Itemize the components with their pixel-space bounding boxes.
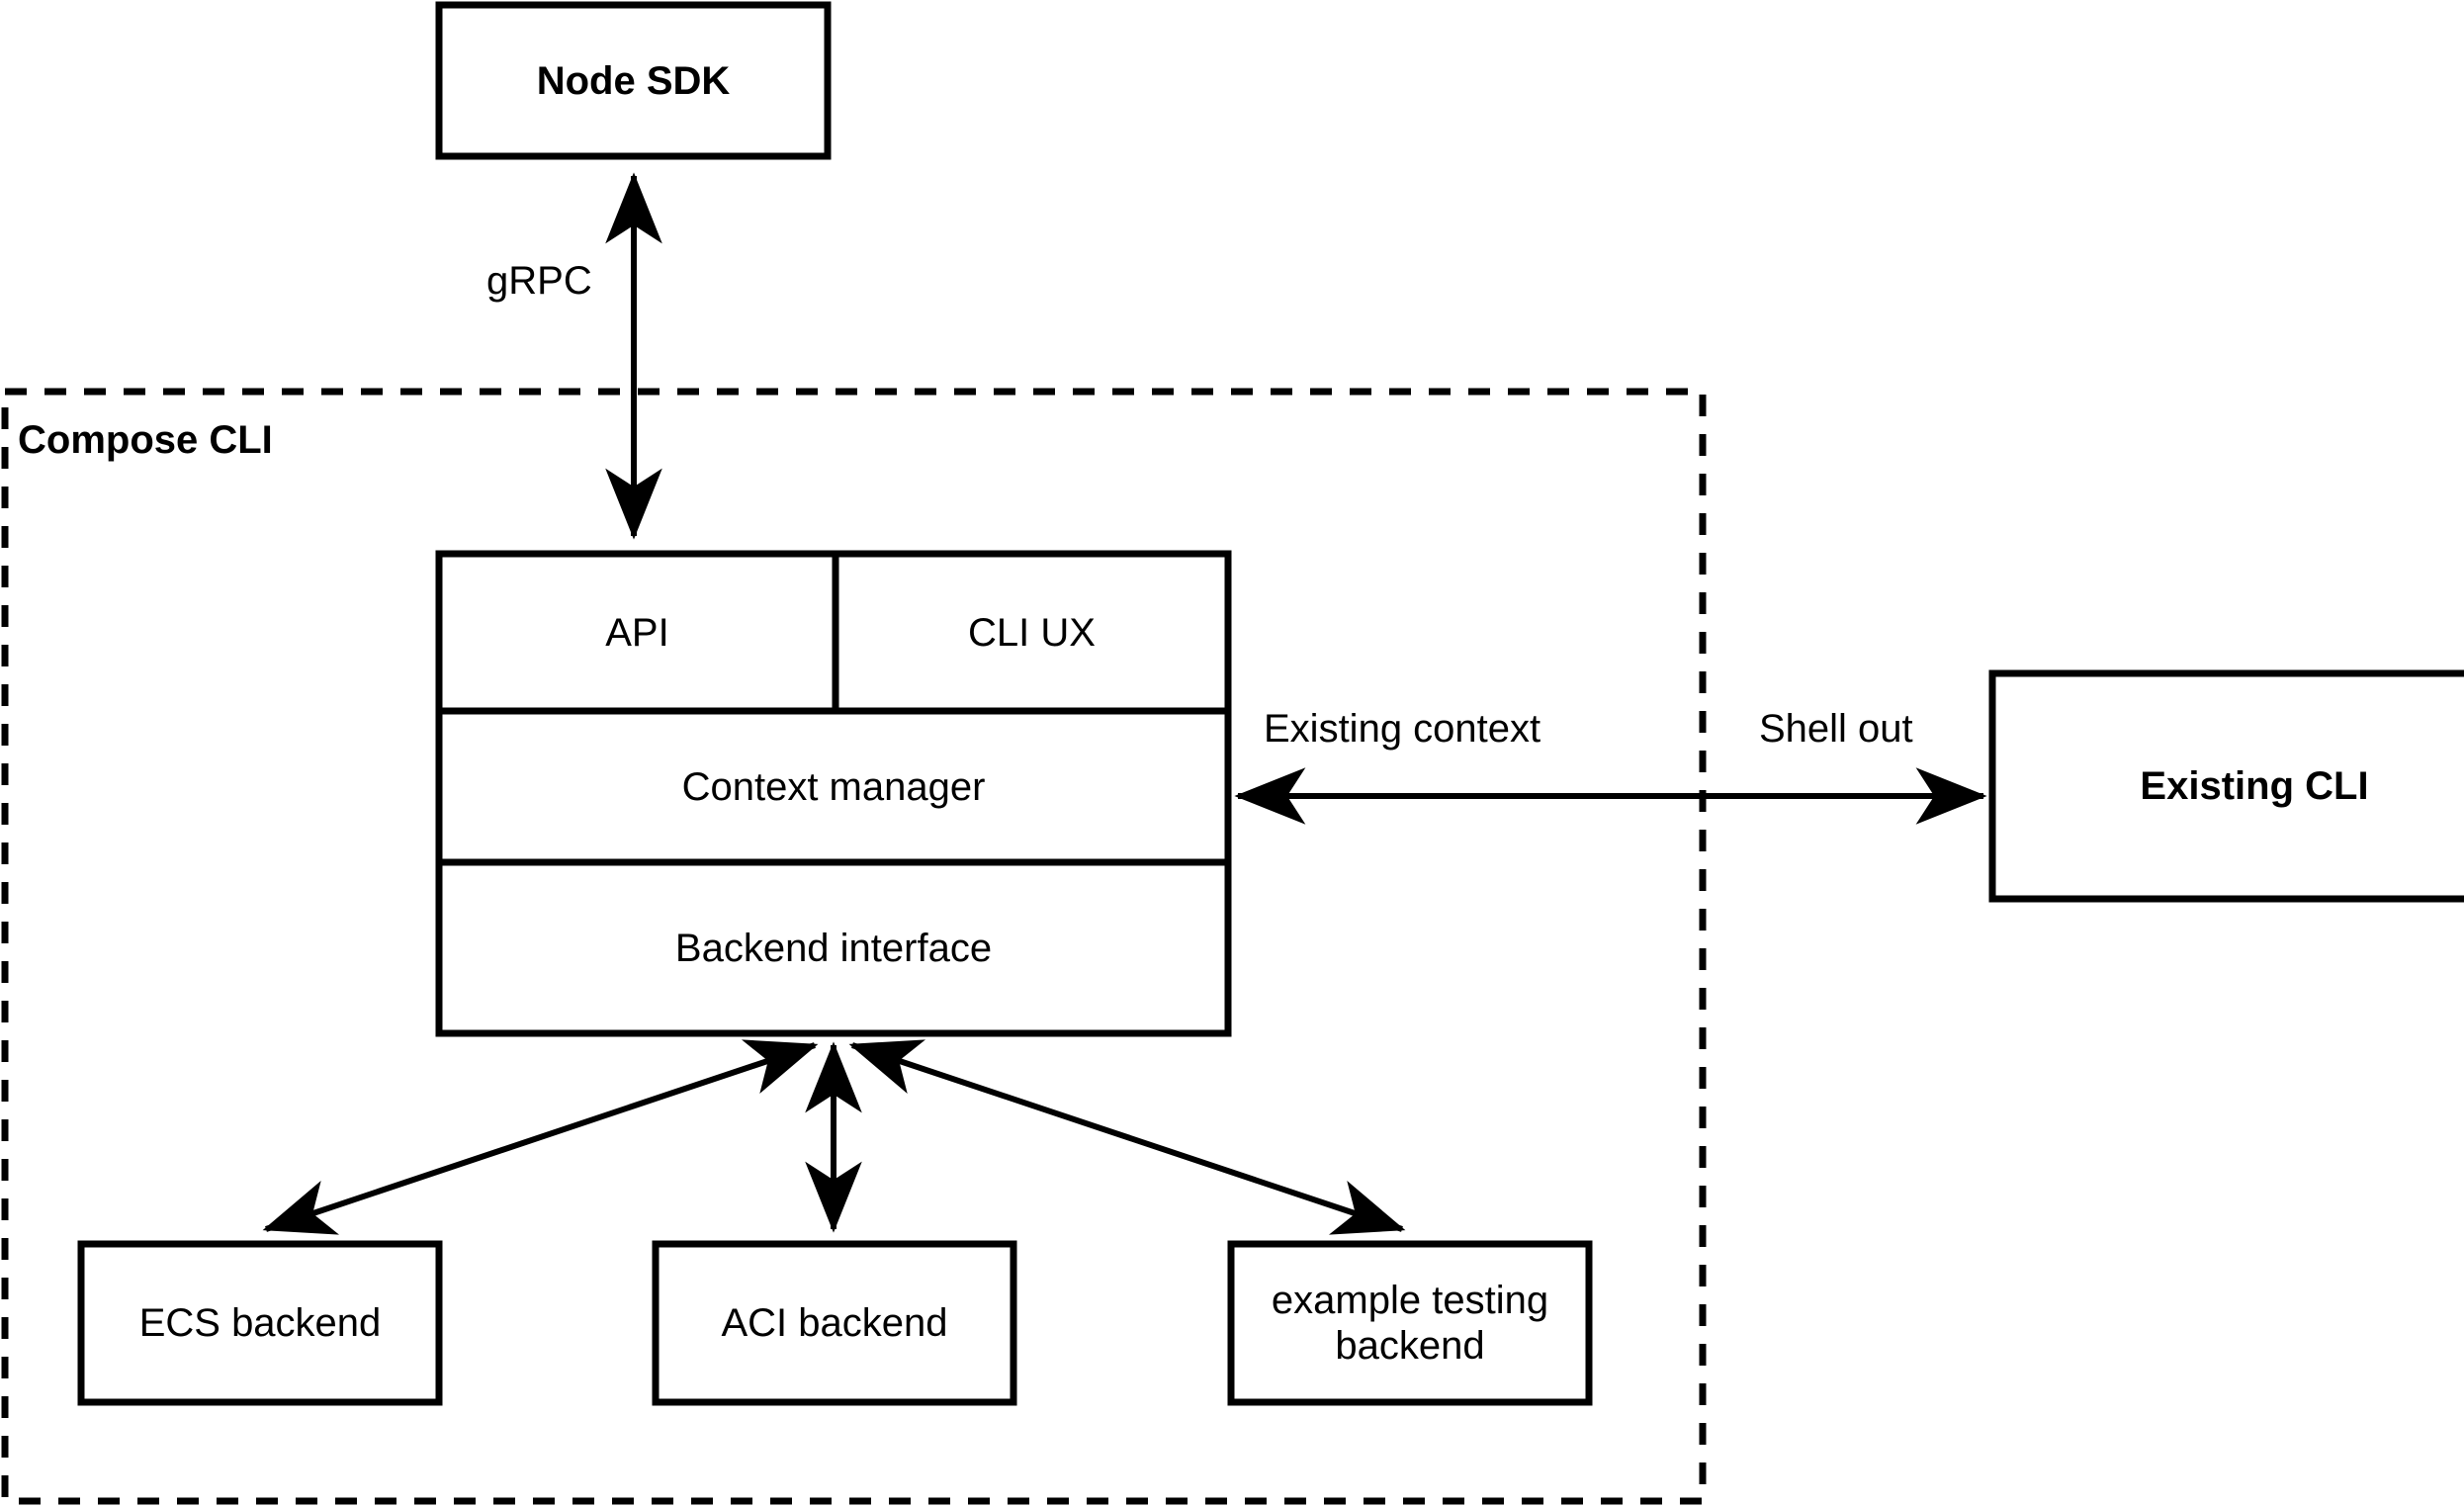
existing-context-edge-label: Existing context	[1264, 707, 1541, 751]
ecs-backend-box	[77, 1240, 443, 1406]
example-testing-backend-box	[1227, 1240, 1593, 1406]
shell-out-edge-label: Shell out	[1759, 707, 1913, 751]
backend-to-example-connector	[848, 1039, 1406, 1235]
node-sdk-box	[435, 1, 832, 160]
grpc-edge-label: gRPC	[486, 259, 592, 303]
backend-to-ecs-connector	[262, 1039, 819, 1235]
aci-backend-box	[652, 1240, 1017, 1406]
compose-cli-core-box	[435, 550, 1232, 1037]
compose-cli-boundary	[1, 388, 1707, 1505]
existing-cli-box	[1988, 669, 2464, 903]
